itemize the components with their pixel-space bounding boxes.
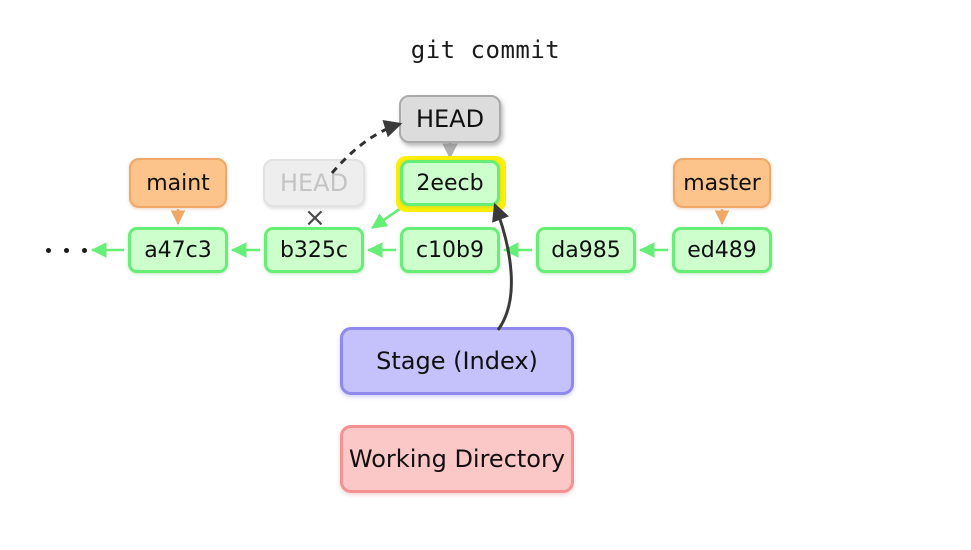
- ellipsis-dot: [82, 248, 87, 253]
- stage-index-panel[interactable]: Stage (Index): [340, 327, 574, 395]
- head-pointer-current[interactable]: HEAD: [399, 95, 501, 143]
- branch-label-maint[interactable]: maint: [129, 158, 227, 208]
- ellipsis-dot: [64, 248, 69, 253]
- head-pointer-current-text: HEAD: [415, 105, 485, 133]
- commit-node-b325c-text: b325c: [279, 237, 349, 263]
- commit-node-ed489[interactable]: ed489: [672, 227, 772, 273]
- commit-node-ed489-text: ed489: [687, 237, 757, 263]
- branch-label-master-text: master: [683, 170, 761, 196]
- history-ellipsis: [46, 248, 87, 253]
- commit-node-a47c3-text: a47c3: [144, 237, 212, 263]
- head-pointer-previous: HEAD: [263, 159, 365, 207]
- ellipsis-dot: [46, 248, 51, 253]
- branch-label-maint-text: maint: [146, 170, 210, 196]
- branch-label-master[interactable]: master: [673, 158, 771, 208]
- head-moved-cancel-icon: ×: [304, 203, 326, 233]
- stage-index-label: Stage (Index): [376, 347, 538, 375]
- commit-node-c10b9-text: c10b9: [415, 237, 485, 263]
- commit-node-da985-text: da985: [551, 237, 621, 263]
- head-pointer-previous-text: HEAD: [279, 169, 349, 197]
- commit-node-a47c3[interactable]: a47c3: [128, 227, 228, 273]
- commit-node-2eecb-text: 2eecb: [416, 170, 484, 196]
- commit-node-da985[interactable]: da985: [536, 227, 636, 273]
- commit-node-c10b9[interactable]: c10b9: [400, 227, 500, 273]
- commit-node-2eecb[interactable]: 2eecb: [400, 160, 500, 206]
- commit-node-b325c[interactable]: b325c: [264, 227, 364, 273]
- page-title: git commit: [410, 36, 561, 64]
- working-directory-label: Working Directory: [348, 445, 566, 473]
- working-directory-panel[interactable]: Working Directory: [340, 425, 574, 493]
